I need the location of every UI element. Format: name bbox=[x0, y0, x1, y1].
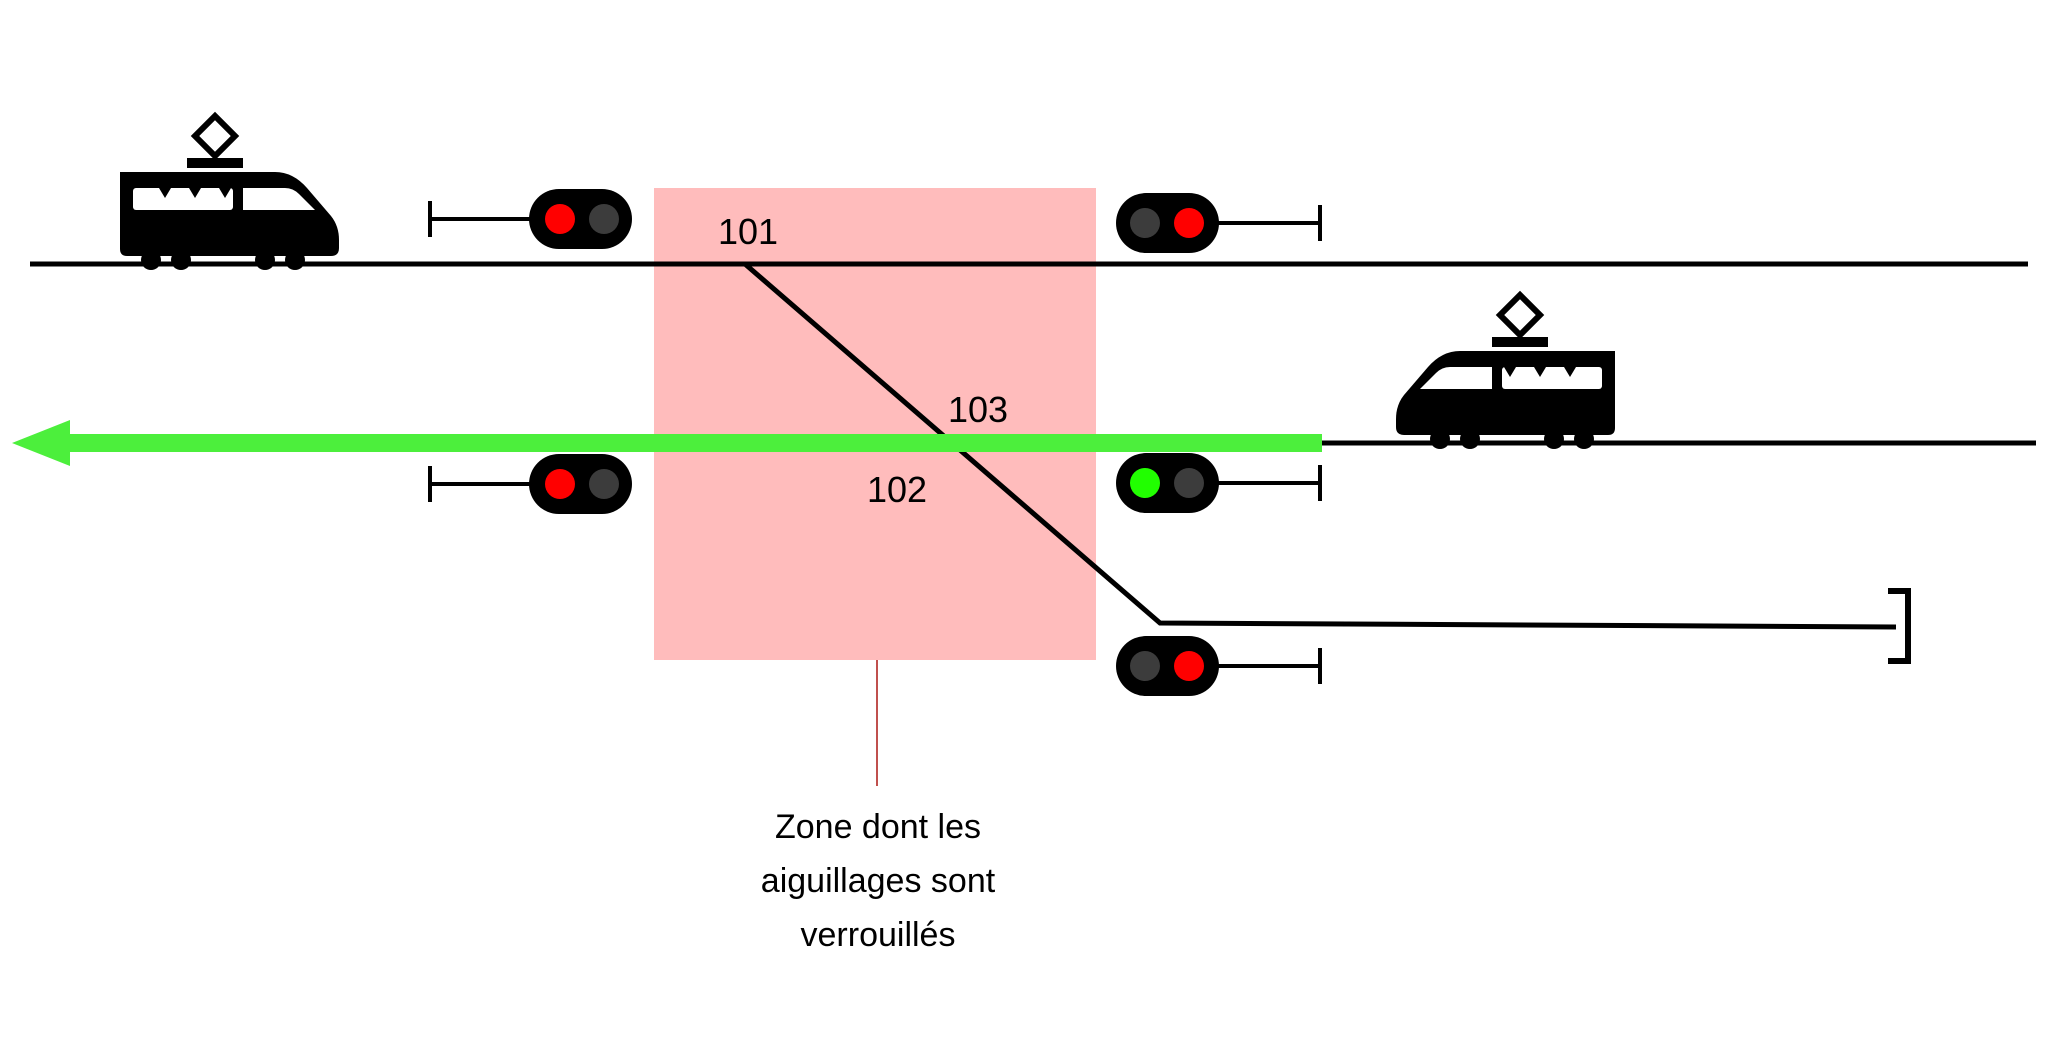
signal-track1-right bbox=[1116, 193, 1322, 253]
tram-icon bbox=[120, 116, 339, 270]
signal-track2-right bbox=[1116, 453, 1322, 513]
arrow-left-icon bbox=[12, 420, 70, 466]
zone-caption-line-3: verrouillés bbox=[801, 916, 956, 954]
zone-caption-line-2: aiguillages sont bbox=[761, 862, 996, 900]
zone-caption-line-1: Zone dont les bbox=[775, 808, 981, 846]
route-arrow bbox=[12, 420, 1322, 466]
locked-zone bbox=[654, 188, 1096, 660]
switch-label-102: 102 bbox=[867, 469, 927, 510]
crossover-track bbox=[743, 262, 1897, 630]
signal-track3-right bbox=[1116, 636, 1322, 696]
buffer-stop-icon bbox=[1888, 588, 1911, 664]
switch-label-101: 101 bbox=[718, 211, 778, 252]
switch-label-103: 103 bbox=[948, 389, 1008, 430]
signal-track2-left bbox=[428, 454, 632, 514]
signal-track1-left bbox=[428, 189, 632, 249]
tram-icon bbox=[1396, 295, 1615, 449]
